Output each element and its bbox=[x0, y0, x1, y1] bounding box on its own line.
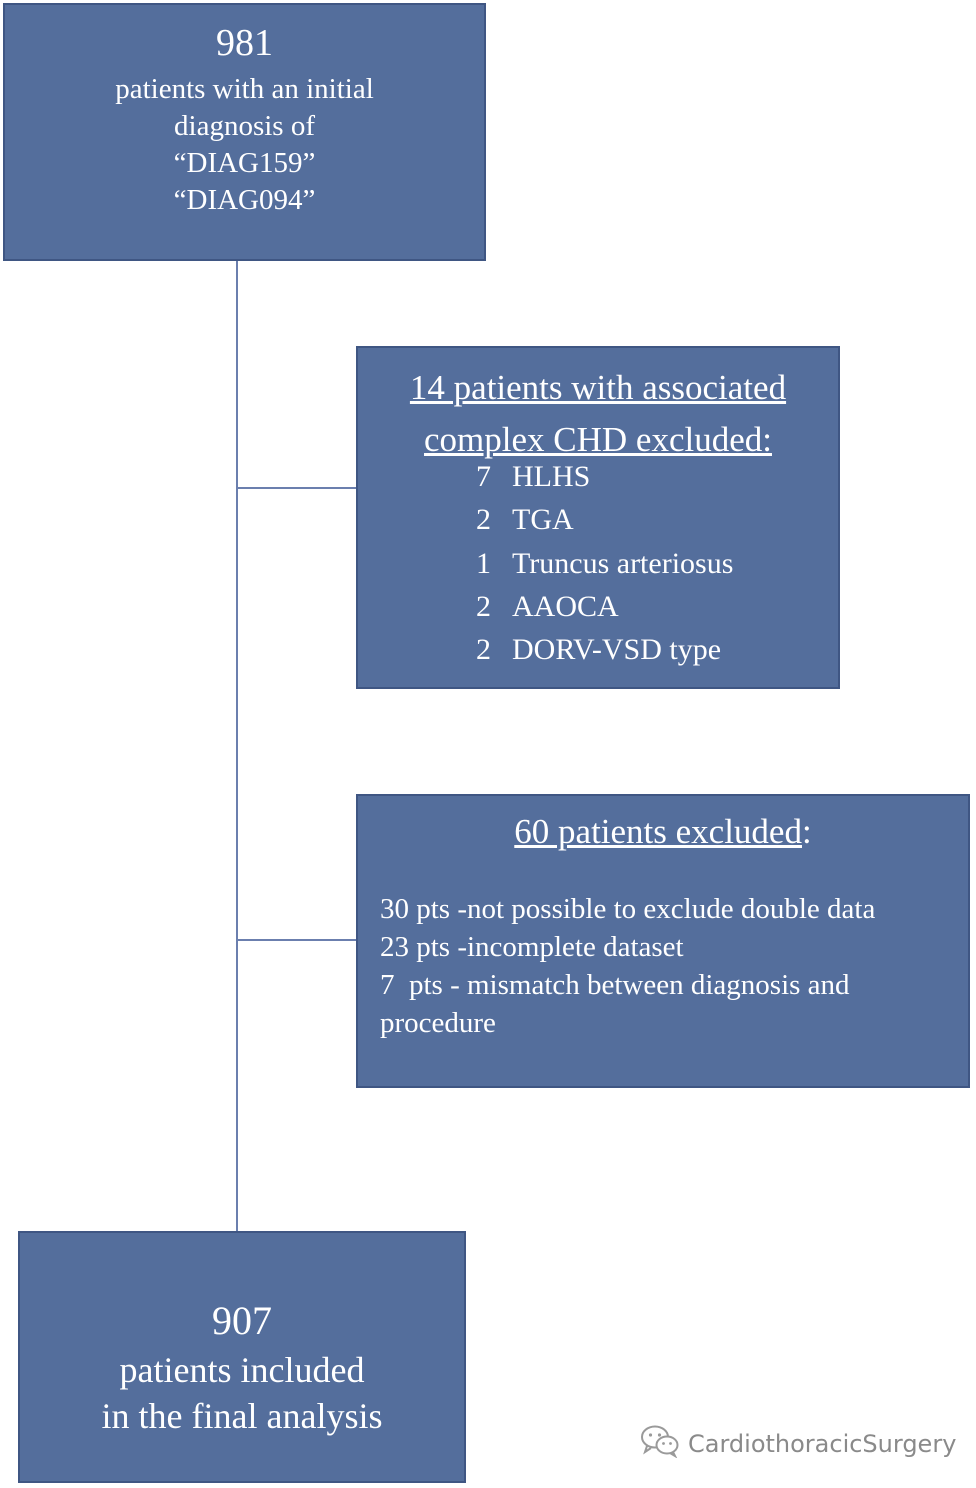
initial-patients-box: 981 patients with an initial diagnosis o… bbox=[3, 3, 486, 261]
excluded-details: 30 pts -not possible to exclude double d… bbox=[380, 890, 950, 1042]
final-count: 907 bbox=[212, 1298, 272, 1343]
excluded-heading: 60 patients excluded: bbox=[358, 812, 968, 852]
initial-count: 981 bbox=[216, 22, 273, 64]
chd-item: 2 TGA bbox=[476, 503, 574, 537]
connector-to-excluded-box bbox=[236, 939, 356, 941]
chd-item-count: 2 bbox=[476, 590, 491, 623]
connector-vertical bbox=[236, 261, 238, 1231]
initial-desc-line: patients with an initial bbox=[115, 73, 374, 105]
chd-heading-line: complex CHD excluded: bbox=[424, 420, 772, 459]
wechat-icon bbox=[640, 1424, 680, 1464]
chd-item-label: TGA bbox=[512, 503, 574, 536]
excluded-reason: 23 pts -incomplete dataset bbox=[380, 931, 684, 963]
chd-item: 7 HLHS bbox=[476, 460, 590, 494]
final-description: patients included in the final analysis bbox=[20, 1347, 464, 1439]
chd-item-count: 1 bbox=[476, 547, 491, 580]
chd-item-label: Truncus arteriosus bbox=[512, 547, 734, 580]
excluded-reason: procedure bbox=[380, 1007, 496, 1039]
chd-item-count: 2 bbox=[476, 503, 491, 536]
final-analysis-box: 907 patients included in the final analy… bbox=[18, 1231, 466, 1483]
excluded-reason: 30 pts -not possible to exclude double d… bbox=[380, 893, 876, 925]
chd-item-label: AAOCA bbox=[512, 590, 619, 623]
chd-item: 1 Truncus arteriosus bbox=[476, 547, 733, 581]
connector-to-chd-box bbox=[236, 487, 356, 489]
diag-code: “DIAG159” bbox=[173, 147, 316, 179]
diag-code: “DIAG094” bbox=[173, 184, 316, 216]
chd-excluded-box: 14 patients with associated complex CHD … bbox=[356, 346, 840, 689]
watermark: CardiothoracicSurgery bbox=[640, 1424, 956, 1464]
excluded-heading-text: 60 patients excluded bbox=[514, 812, 802, 851]
chd-item-count: 2 bbox=[476, 633, 491, 666]
chd-heading: 14 patients with associated complex CHD … bbox=[358, 362, 838, 466]
excluded-reason: 7 pts - mismatch between diagnosis and bbox=[380, 969, 850, 1001]
initial-description: patients with an initial diagnosis of “D… bbox=[5, 71, 484, 219]
final-desc-line: patients included bbox=[119, 1350, 365, 1390]
watermark-text: CardiothoracicSurgery bbox=[688, 1430, 957, 1458]
excluded-heading-colon: : bbox=[801, 812, 812, 851]
chd-item: 2 DORV-VSD type bbox=[476, 633, 721, 667]
chd-item: 2 AAOCA bbox=[476, 590, 619, 624]
final-desc-line: in the final analysis bbox=[101, 1396, 383, 1436]
chd-item-count: 7 bbox=[476, 460, 491, 493]
chd-item-label: DORV-VSD type bbox=[512, 633, 722, 666]
other-excluded-box: 60 patients excluded: 30 pts -not possib… bbox=[356, 794, 970, 1088]
chd-item-label: HLHS bbox=[512, 460, 591, 493]
initial-desc-line: diagnosis of bbox=[174, 110, 315, 142]
chd-heading-line: 14 patients with associated bbox=[409, 368, 787, 407]
